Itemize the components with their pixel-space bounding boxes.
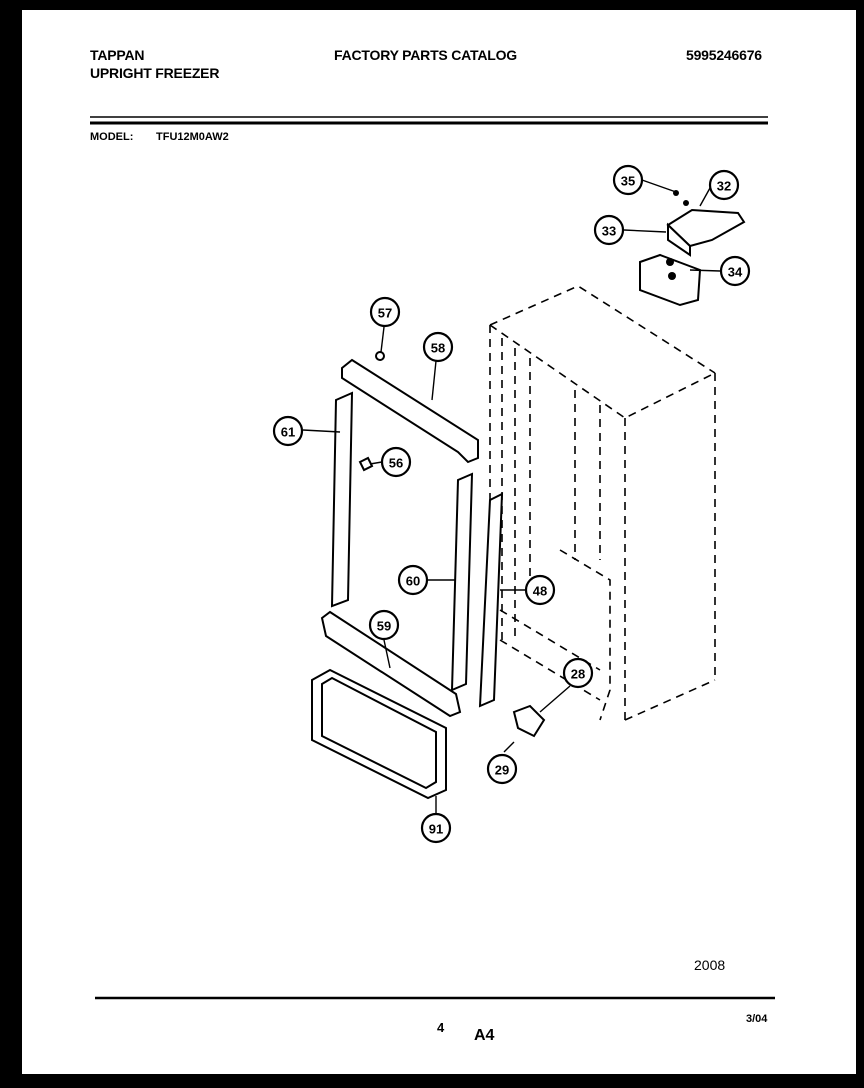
- catalog-number: 5995246676: [686, 47, 762, 63]
- section-label: A4: [474, 1027, 495, 1044]
- svg-text:33: 33: [602, 224, 616, 239]
- callout-33: 33: [593, 214, 625, 246]
- callout-34: 34: [719, 255, 751, 287]
- svg-text:56: 56: [389, 456, 403, 471]
- svg-text:58: 58: [431, 341, 445, 356]
- svg-text:28: 28: [571, 667, 585, 682]
- svg-text:57: 57: [378, 306, 392, 321]
- door-right-rail: [450, 472, 474, 692]
- svg-text:48: 48: [533, 584, 547, 599]
- svg-text:91: 91: [429, 822, 443, 837]
- top-hinge-assembly: [639, 190, 746, 307]
- callout-58: 58: [422, 331, 454, 363]
- svg-text:29: 29: [495, 763, 509, 778]
- svg-text:59: 59: [377, 619, 391, 634]
- callout-29: 29: [486, 753, 518, 785]
- callout-91: 91: [420, 812, 452, 844]
- lower-hinge: [512, 704, 546, 738]
- model-number: TFU12M0AW2: [156, 131, 229, 143]
- callout-57: 57: [369, 296, 401, 328]
- callout-32: 32: [708, 169, 740, 201]
- door-top-rail: [341, 358, 479, 464]
- svg-text:61: 61: [281, 425, 295, 440]
- callout-48: 48: [524, 574, 556, 606]
- callout-28: 28: [562, 657, 594, 689]
- model-label: MODEL:: [90, 131, 134, 143]
- svg-text:60: 60: [406, 574, 420, 589]
- callout-61: 61: [272, 415, 304, 447]
- door-bottom-rail: [320, 610, 462, 718]
- door-left-rail: [330, 391, 354, 608]
- leader-lines: [302, 179, 721, 813]
- callout-56: 56: [380, 446, 412, 478]
- svg-text:34: 34: [728, 265, 743, 280]
- revision-date: 3/04: [746, 1013, 768, 1025]
- figure-code: 2008: [694, 957, 726, 973]
- screw-part: [358, 456, 374, 472]
- breaker-strip: [478, 492, 504, 708]
- callout-60: 60: [397, 564, 429, 596]
- catalog-title: FACTORY PARTS CATALOG: [334, 47, 517, 63]
- svg-text:35: 35: [621, 174, 635, 189]
- product-name: UPRIGHT FREEZER: [90, 65, 220, 81]
- page-number: 4: [437, 1020, 445, 1035]
- svg-text:32: 32: [717, 179, 731, 194]
- brand-name: TAPPAN: [90, 47, 145, 63]
- cabinet-outline: [489, 285, 716, 721]
- callout-35: 35: [612, 164, 644, 196]
- callout-59: 59: [368, 609, 400, 641]
